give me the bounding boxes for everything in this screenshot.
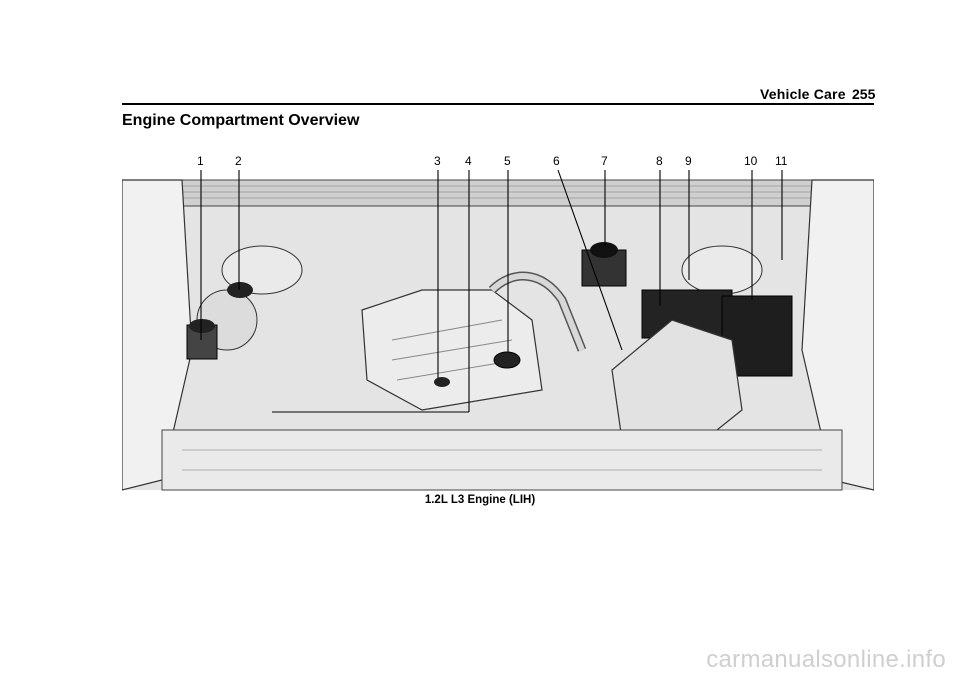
callout-2: 2 [235,154,242,168]
right-strut-tower [681,245,763,295]
callout-6: 6 [553,154,560,168]
callout-10: 10 [744,154,758,168]
figure-caption: 1.2L L3 Engine (LIH) [424,494,536,506]
callout-5: 5 [504,154,511,168]
leader-6 [557,169,623,351]
section-heading: Engine Compartment Overview [122,112,360,129]
engine-compartment-illustration: 1 2 3 4 5 6 7 8 9 10 11 [121,150,875,495]
intake-pipe-inner [489,273,585,352]
callout-9: 9 [685,154,692,168]
front-radiator-support [161,429,843,491]
callout-7: 7 [601,154,608,168]
coolant-reservoir-cap [227,282,253,298]
brake-fluid-cap [590,242,618,258]
running-header-section: Vehicle Care [760,86,846,102]
left-fender [121,179,193,491]
engine-oil-fill-cap [493,351,521,369]
washer-fluid-cap [189,319,215,333]
cowl-panel [151,179,843,207]
callout-1: 1 [197,154,204,168]
callout-3: 3 [434,154,441,168]
header-rule [122,103,874,105]
callout-leaders [200,169,783,413]
watermark: carmanualsonline.info [706,646,946,673]
page-number: 255 [852,86,876,102]
left-strut-tower [221,245,303,295]
front-support-hatching [182,449,822,471]
engine-oil-dipstick [434,377,450,387]
callout-11: 11 [775,154,788,168]
callout-4: 4 [465,154,472,168]
callout-8: 8 [656,154,663,168]
cowl-hatching [162,185,822,199]
